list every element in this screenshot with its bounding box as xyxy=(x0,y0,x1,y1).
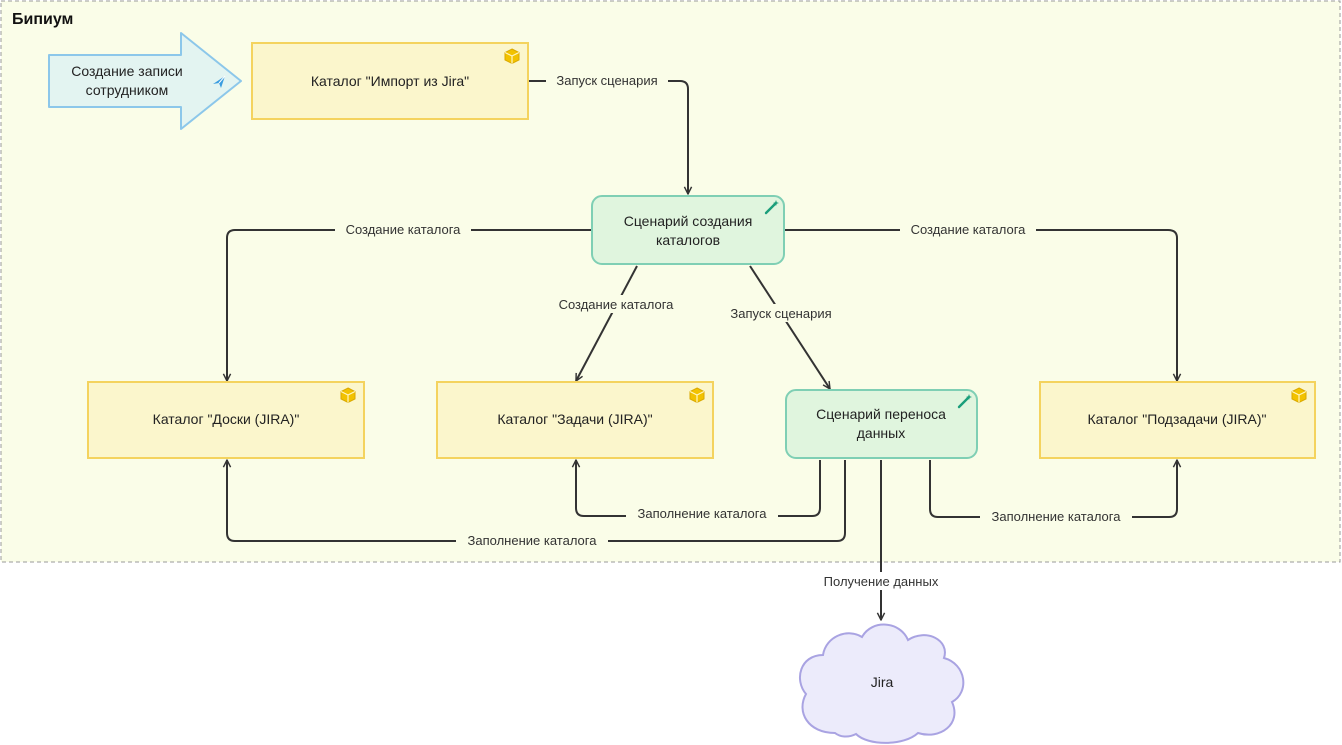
scenario-create-node[interactable]: Сценарий создания каталогов xyxy=(591,195,785,265)
frame-title: Бипиум xyxy=(12,11,73,28)
catalog-subtasks-label: Каталог "Подзадачи (JIRA)" xyxy=(1088,411,1267,427)
magic-wand-icon xyxy=(764,200,779,215)
edge-label-scenario-to-subtasks: Создание каталога xyxy=(900,221,1036,239)
edge-label-transfer-to-jira: Получение данных xyxy=(812,572,950,590)
svg-text:Получение данных: Получение данных xyxy=(824,574,939,589)
cube-icon xyxy=(340,387,356,404)
scenario-create-label-line2: каталогов xyxy=(656,232,720,248)
edge-label-transfer-to-tasks: Заполнение каталога xyxy=(626,505,778,523)
edge-label-scenario-to-tasks: Создание каталога xyxy=(548,295,684,313)
edge-import-to-scenario xyxy=(528,80,693,195)
catalog-tasks-label: Каталог "Задачи (JIRA)" xyxy=(497,411,652,427)
catalog-boards-node[interactable]: Каталог "Доски (JIRA)" xyxy=(87,381,365,459)
catalog-import-label: Каталог "Импорт из Jira" xyxy=(311,73,469,89)
svg-text:Создание каталога: Создание каталога xyxy=(911,222,1027,237)
trigger-label-line1: Создание записи xyxy=(71,63,182,79)
svg-text:Заполнение каталога: Заполнение каталога xyxy=(992,509,1122,524)
send-icon xyxy=(213,75,226,88)
catalog-subtasks-node[interactable]: Каталог "Подзадачи (JIRA)" xyxy=(1039,381,1316,459)
catalog-tasks-node[interactable]: Каталог "Задачи (JIRA)" xyxy=(436,381,714,459)
svg-text:Заполнение каталога: Заполнение каталога xyxy=(468,533,598,548)
edge-scenario-to-boards xyxy=(222,229,592,382)
catalog-import-node[interactable]: Каталог "Импорт из Jira" xyxy=(251,42,529,120)
cube-icon xyxy=(1291,387,1307,404)
svg-text:Создание каталога: Создание каталога xyxy=(346,222,462,237)
edge-label-scenario-to-transfer: Запуск сценария xyxy=(720,304,842,322)
cube-icon xyxy=(689,387,705,404)
edge-scenario-to-transfer xyxy=(749,265,831,390)
scenario-create-label-line1: Сценарий создания xyxy=(624,213,753,229)
svg-text:Создание каталога: Создание каталога xyxy=(559,297,675,312)
edge-label-import-to-scenario: Запуск сценария xyxy=(546,72,668,90)
scenario-transfer-label-line1: Сценарий переноса xyxy=(816,406,946,422)
svg-text:Запуск сценария: Запуск сценария xyxy=(556,73,657,88)
trigger-label-line2: сотрудником xyxy=(86,82,169,98)
scenario-transfer-node[interactable]: Сценарий переноса данных xyxy=(785,389,978,459)
cube-icon xyxy=(504,48,520,65)
edge-label-scenario-to-boards: Создание каталога xyxy=(335,221,471,239)
svg-text:Запуск сценария: Запуск сценария xyxy=(730,306,831,321)
edge-scenario-to-tasks xyxy=(575,265,638,382)
jira-label: Jira xyxy=(871,674,894,690)
magic-wand-icon xyxy=(957,394,972,409)
edge-label-transfer-to-subtasks: Заполнение каталога xyxy=(980,508,1132,526)
trigger-node[interactable]: Создание записи сотрудником xyxy=(48,32,242,130)
jira-cloud-node[interactable]: Jira xyxy=(798,623,965,744)
svg-text:Заполнение каталога: Заполнение каталога xyxy=(638,506,768,521)
scenario-transfer-label-line2: данных xyxy=(857,425,905,441)
edge-label-transfer-to-boards: Заполнение каталога xyxy=(456,532,608,550)
catalog-boards-label: Каталог "Доски (JIRA)" xyxy=(153,411,300,427)
edge-scenario-to-subtasks xyxy=(785,229,1182,382)
